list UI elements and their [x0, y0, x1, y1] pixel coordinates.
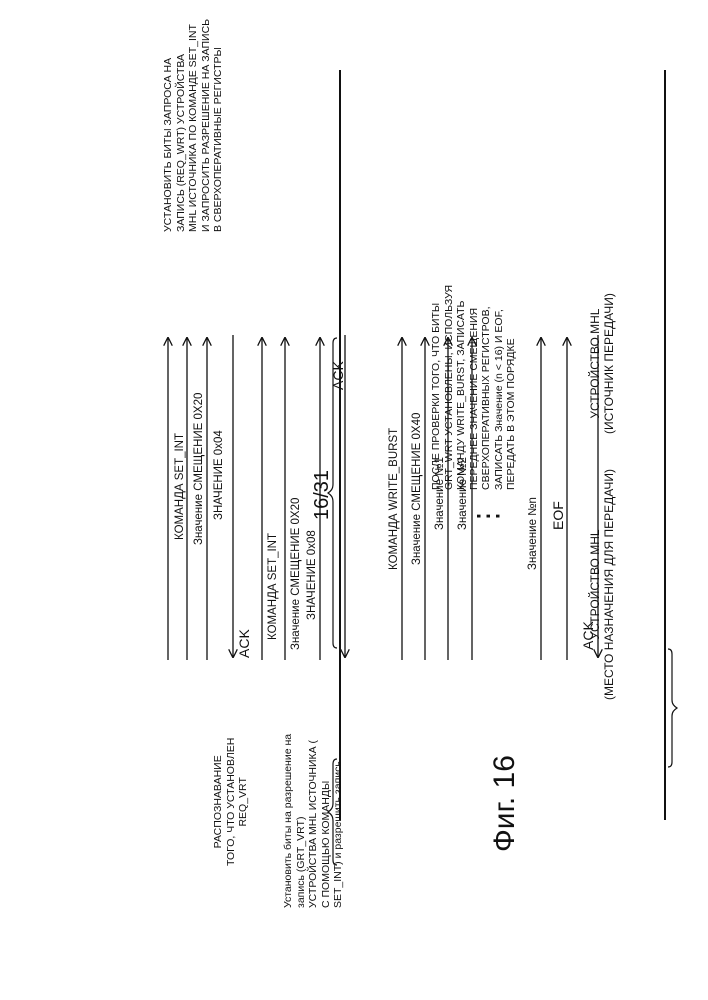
source-note-1: УСТАНОВИТЬ БИТЫ ЗАПРОСА НА ЗАПИСЬ (REQ_W…: [162, 19, 225, 232]
source-device-label: УСТРОЙСТВО MHL (ИСТОЧНИК ПЕРЕДАЧИ): [588, 293, 616, 434]
m3-eof-label: EOF: [550, 501, 566, 530]
m1-cmd-label: КОМАНДА SET_INT: [173, 433, 187, 540]
m2-cmd-label: КОМАНДА SET_INT: [266, 533, 280, 640]
source-note-2: ПОСЛЕ ПРОВЕРКИ ТОГО, ЧТО БИТЫ GRT_WRT УС…: [430, 285, 518, 490]
m3-cmd-label: КОМАНДА WRITE_BURST: [387, 428, 401, 570]
m3-offset-label: Значение СМЕЩЕНИЕ 0X40: [410, 413, 424, 565]
m2-offset-label: Значение СМЕЩЕНИЕ 0X20: [289, 498, 303, 650]
m1-offset-label: Значение СМЕЩЕНИЕ 0X20: [192, 393, 206, 545]
figure-caption: Фиг. 16: [488, 755, 522, 852]
m2-ack-label: ACK: [330, 361, 346, 390]
m1-ack-label: ACK: [236, 629, 252, 658]
m3-ack-label: ACK: [580, 621, 596, 650]
dest-note-2: Установить биты на разрешение на запись …: [282, 734, 345, 908]
m2-value-label: ЗНАЧЕНИЕ 0x08: [305, 530, 319, 620]
brace-dest-note-1: [668, 649, 677, 767]
m1-value-label: ЗНАЧЕНИЕ 0x04: [212, 430, 226, 520]
m3-ellipsis: ⋮: [474, 500, 502, 530]
m3-vn-label: Значение №n: [526, 497, 540, 570]
dest-note-1: РАСПОЗНАВАНИЕ ТОГО, ЧТО УСТАНОВЛЕН REQ_V…: [212, 738, 250, 866]
destination-device-label: УСТРОЙСТВО MHL (МЕСТО НАЗНАЧЕНИЯ ДЛЯ ПЕР…: [588, 469, 616, 700]
page-number: 16/31: [310, 470, 334, 520]
